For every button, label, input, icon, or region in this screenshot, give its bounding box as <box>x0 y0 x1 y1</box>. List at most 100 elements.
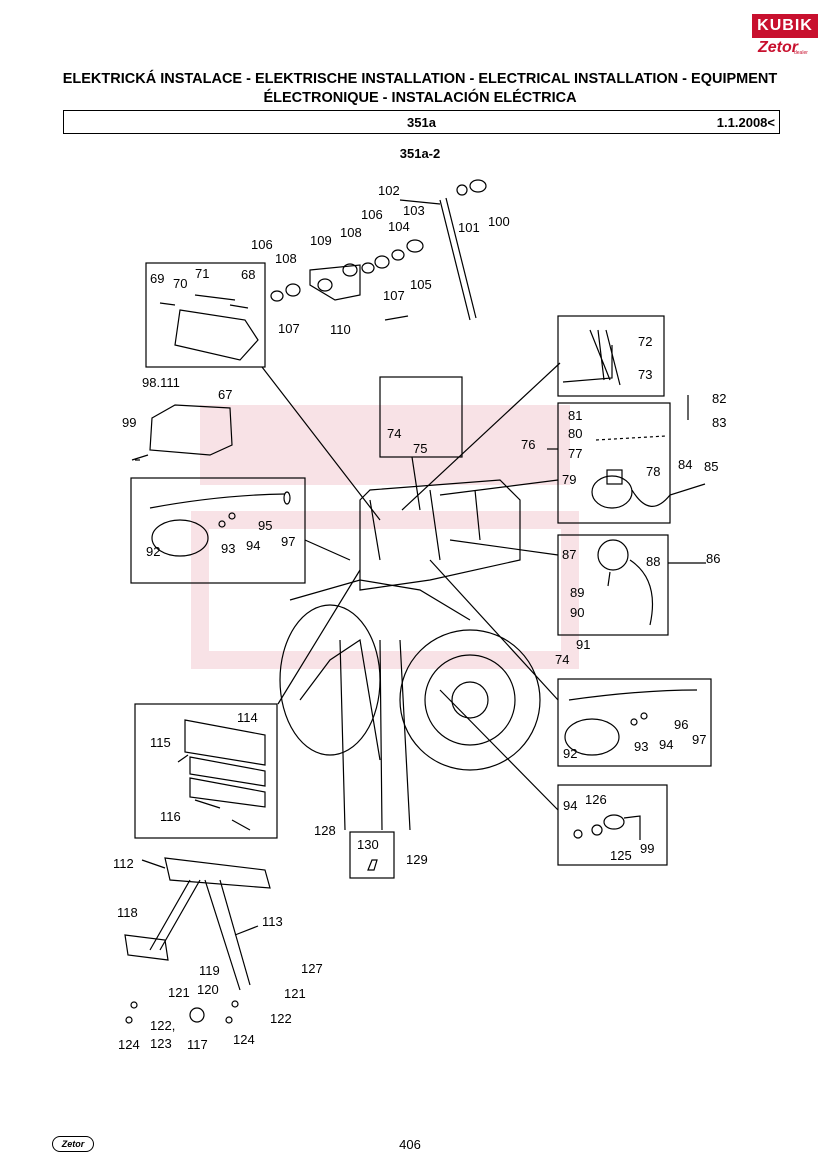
part-callout: 88 <box>646 554 660 569</box>
part-callout: 80 <box>568 426 582 441</box>
wiper-motor-box <box>145 262 266 368</box>
part-callout: 112 <box>113 856 134 871</box>
section-date: 1.1.2008< <box>716 115 775 130</box>
page-title-line2: ÉLECTRONIQUE - INSTALACIÓN ELÉCTRICA <box>263 90 577 106</box>
part-callout: 71 <box>195 266 209 281</box>
part-callout: 116 <box>160 809 181 824</box>
part-callout: 76 <box>521 437 535 452</box>
watermark <box>191 405 579 669</box>
part-callout: 106 <box>361 207 383 222</box>
part-callout: 74 <box>555 652 569 667</box>
bolt-box <box>557 784 668 866</box>
part-callout: 106 <box>251 237 273 252</box>
part-callout: 67 <box>218 387 232 402</box>
logo-brand-box: KUBIK <box>752 14 818 38</box>
part-callout: 107 <box>278 321 300 336</box>
wiper-motor <box>174 309 259 361</box>
part-callout: 107 <box>383 288 405 303</box>
part-callout: 127 <box>301 961 323 976</box>
part-callout: 69 <box>150 271 164 286</box>
kubik-zetor-logo: KUBIK Zetor dealer <box>752 14 818 58</box>
part-callout: 108 <box>340 225 362 240</box>
logo-small: dealer <box>794 50 808 56</box>
rear-bracket-lamp <box>164 857 271 889</box>
part-callout: 100 <box>488 214 510 229</box>
part-callout: 89 <box>570 585 584 600</box>
subsection-number: 351a-2 <box>399 146 441 161</box>
part-callout: 96 <box>674 717 688 732</box>
switch-box <box>557 315 665 397</box>
rear-light <box>184 719 266 766</box>
cable-clip-box <box>379 376 463 458</box>
front-light-left <box>151 519 209 557</box>
front-light-right <box>564 718 620 756</box>
tractor-drawing <box>279 479 541 831</box>
part-callout: 87 <box>562 547 576 562</box>
part-callout: 95 <box>258 518 272 533</box>
part-callout: 103 <box>403 203 425 218</box>
part-callout: 124 <box>233 1032 255 1047</box>
beacon-box <box>557 402 671 524</box>
cover <box>149 404 233 456</box>
part-callout: 93 <box>634 739 648 754</box>
part-callout: 94 <box>246 538 260 553</box>
part-callout: 128 <box>314 823 336 838</box>
part-callout: 78 <box>646 464 660 479</box>
section-number: 351a <box>407 115 436 130</box>
logo-sub: Zetor <box>758 39 798 56</box>
part-callout: 122 <box>270 1011 292 1026</box>
part-callout: 129 <box>406 852 428 867</box>
part-callout: 70 <box>173 276 187 291</box>
part-callout: 113 <box>262 914 283 929</box>
part-callout: 126 <box>585 792 607 807</box>
part-callout: 97 <box>281 534 295 549</box>
part-callout: 105 <box>410 277 432 292</box>
part-callout: 98.111 <box>142 375 180 390</box>
part-callout: 84 <box>678 457 692 472</box>
part-callout: 86 <box>706 551 720 566</box>
part-callout: 118 <box>117 905 138 920</box>
work-lamp-box <box>557 534 669 636</box>
part-callout: 117 <box>187 1037 208 1052</box>
part-callout: 101 <box>458 220 480 235</box>
part-callout: 77 <box>568 446 582 461</box>
part-callout: 74 <box>387 426 401 441</box>
part-callout: 115 <box>150 735 171 750</box>
part-callout: 99 <box>122 415 136 430</box>
part-callout: 97 <box>692 732 706 747</box>
front-light-box-left <box>130 477 306 584</box>
part-callout: 92 <box>146 544 160 559</box>
part-callout: 94 <box>563 798 577 813</box>
logo-brand: KUBIK <box>757 17 813 34</box>
part-callout: 79 <box>562 472 576 487</box>
part-callout: 73 <box>638 367 652 382</box>
part-callout: 81 <box>568 408 582 423</box>
part-callout: 120 <box>197 982 219 997</box>
work-lamp <box>597 539 629 571</box>
part-callout: 82 <box>712 391 726 406</box>
part-callout: 91 <box>576 637 590 652</box>
part-callout: 99 <box>640 841 654 856</box>
part-callout: 94 <box>659 737 673 752</box>
wiper-assembly <box>270 179 487 321</box>
part-callout: 85 <box>704 459 718 474</box>
part-callout: 93 <box>221 541 235 556</box>
part-callout: 72 <box>638 334 652 349</box>
footer-zetor-logo: Zetor <box>52 1136 94 1152</box>
part-callout: 119 <box>199 963 220 978</box>
part-callout: 92 <box>563 746 577 761</box>
part-callout: 130 <box>357 837 379 852</box>
part-callout: 83 <box>712 415 726 430</box>
part-callout: 125 <box>610 848 632 863</box>
part-callout: 122, <box>150 1018 175 1033</box>
part-callout: 121 <box>284 986 306 1001</box>
part-callout: 124 <box>118 1037 140 1052</box>
part-callout: 121 <box>168 985 190 1000</box>
part-callout: 90 <box>570 605 584 620</box>
part-callout: 102 <box>378 183 400 198</box>
part-callout: 109 <box>310 233 332 248</box>
beacon-lamp <box>591 475 633 509</box>
part-callout: 68 <box>241 267 255 282</box>
part-callout: 114 <box>237 710 258 725</box>
